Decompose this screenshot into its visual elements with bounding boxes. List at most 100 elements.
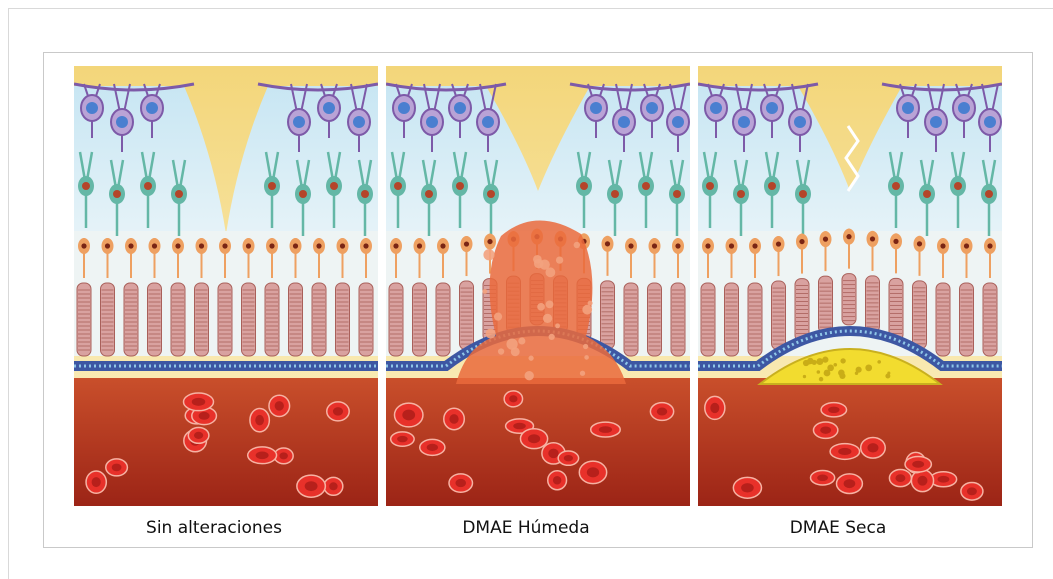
drusen-granule bbox=[827, 364, 834, 371]
exudate-droplet bbox=[482, 289, 487, 294]
red-blood-cell-center bbox=[710, 403, 719, 413]
drusen-granule bbox=[839, 373, 845, 379]
drusen-granule bbox=[817, 370, 821, 374]
ganglion-nucleus bbox=[646, 102, 658, 114]
bipolar-nucleus bbox=[330, 182, 338, 190]
bipolar-nucleus bbox=[487, 190, 495, 198]
bipolar-nucleus bbox=[268, 182, 276, 190]
photoreceptor-nucleus bbox=[246, 243, 251, 248]
red-blood-cell-center bbox=[564, 455, 573, 461]
drusen-granule bbox=[816, 358, 823, 365]
retina-illustration-normal bbox=[74, 66, 378, 506]
ganglion-nucleus bbox=[672, 116, 684, 128]
ganglion-nucleus bbox=[618, 116, 630, 128]
ganglion-nucleus bbox=[984, 116, 996, 128]
red-blood-cell-center bbox=[657, 408, 667, 416]
panel-wet-amd bbox=[386, 66, 690, 506]
ganglion-nucleus bbox=[710, 102, 722, 114]
bipolar-nucleus bbox=[642, 182, 650, 190]
red-blood-cell-center bbox=[938, 476, 950, 483]
bipolar-nucleus bbox=[923, 190, 931, 198]
red-blood-cell-center bbox=[553, 476, 561, 485]
ganglion-nucleus bbox=[353, 116, 365, 128]
exudate-droplet bbox=[498, 348, 504, 354]
ganglion-nucleus bbox=[116, 116, 128, 128]
ganglion-nucleus bbox=[958, 102, 970, 114]
photoreceptor-nucleus bbox=[340, 243, 345, 248]
bipolar-nucleus bbox=[611, 190, 619, 198]
bipolar-nucleus bbox=[737, 190, 745, 198]
red-blood-cell-center bbox=[820, 426, 831, 433]
ganglion-nucleus bbox=[323, 102, 335, 114]
bipolar-nucleus bbox=[799, 190, 807, 198]
exudate-droplet bbox=[486, 329, 496, 339]
red-blood-cell-center bbox=[402, 410, 415, 421]
panel-normal bbox=[74, 66, 378, 506]
photoreceptor-nucleus bbox=[823, 237, 828, 242]
red-blood-cell-center bbox=[844, 479, 856, 488]
exudate-droplet bbox=[533, 255, 542, 264]
outer-segment bbox=[819, 276, 833, 333]
exudate-droplet bbox=[537, 303, 545, 311]
ganglion-nucleus bbox=[766, 102, 778, 114]
photoreceptor-nucleus bbox=[846, 234, 851, 239]
bipolar-nucleus bbox=[394, 182, 402, 190]
bipolar-nucleus bbox=[892, 182, 900, 190]
red-blood-cell-center bbox=[895, 474, 905, 482]
bipolar-nucleus bbox=[113, 190, 121, 198]
exudate-droplet bbox=[549, 334, 555, 340]
exudate-droplet bbox=[556, 256, 563, 263]
red-blood-cell-center bbox=[455, 479, 466, 487]
red-blood-cell-center bbox=[275, 401, 284, 411]
photoreceptor-nucleus bbox=[964, 243, 969, 248]
outer-segment bbox=[601, 281, 615, 349]
drusen-granule bbox=[825, 370, 828, 373]
drusen-granule bbox=[819, 377, 823, 381]
panel-dry-amd bbox=[698, 66, 1002, 506]
red-blood-cell-center bbox=[194, 432, 203, 439]
outer-segment bbox=[842, 274, 856, 325]
retina-illustration-dry-amd bbox=[698, 66, 1002, 506]
red-blood-cell-center bbox=[256, 452, 269, 460]
drusen-granule bbox=[840, 358, 845, 363]
red-blood-cell-center bbox=[917, 476, 927, 486]
bipolar-nucleus bbox=[580, 182, 588, 190]
red-blood-cell-center bbox=[912, 461, 924, 468]
red-blood-cell-center bbox=[333, 407, 343, 416]
bipolar-nucleus bbox=[425, 190, 433, 198]
photoreceptor-nucleus bbox=[870, 236, 875, 241]
exudate-droplet bbox=[588, 301, 593, 306]
photoreceptor-nucleus bbox=[393, 243, 398, 248]
exudate-droplet bbox=[580, 371, 585, 376]
red-blood-cell-center bbox=[867, 443, 878, 452]
photoreceptor-nucleus bbox=[675, 243, 680, 248]
bipolar-nucleus bbox=[175, 190, 183, 198]
red-blood-cell-center bbox=[305, 481, 318, 491]
drusen-granule bbox=[803, 375, 806, 378]
outer-segment bbox=[913, 281, 927, 349]
photoreceptor-nucleus bbox=[105, 243, 110, 248]
photoreceptor-nucleus bbox=[440, 243, 445, 248]
ganglion-nucleus bbox=[293, 116, 305, 128]
retina-illustration-wet-amd bbox=[386, 66, 690, 506]
drusen-granule bbox=[887, 372, 890, 375]
outer-segment bbox=[772, 281, 786, 349]
drusen-granule bbox=[865, 364, 872, 371]
exudate-droplet bbox=[494, 312, 502, 320]
exudate-droplet bbox=[518, 337, 525, 344]
ganglion-nucleus bbox=[398, 102, 410, 114]
photoreceptor-nucleus bbox=[199, 243, 204, 248]
red-blood-cell-center bbox=[427, 444, 438, 451]
photoreceptor-nucleus bbox=[128, 243, 133, 248]
photoreceptor-nucleus bbox=[293, 243, 298, 248]
red-blood-cell-center bbox=[838, 448, 851, 455]
ganglion-nucleus bbox=[454, 102, 466, 114]
photoreceptor-nucleus bbox=[487, 239, 492, 244]
bipolar-nucleus bbox=[456, 182, 464, 190]
photoreceptor-nucleus bbox=[752, 243, 757, 248]
photoreceptor-nucleus bbox=[893, 239, 898, 244]
caption-normal: Sin alteraciones bbox=[62, 518, 366, 538]
bipolar-nucleus bbox=[299, 190, 307, 198]
ganglion-nucleus bbox=[590, 102, 602, 114]
red-blood-cell-center bbox=[199, 412, 210, 420]
